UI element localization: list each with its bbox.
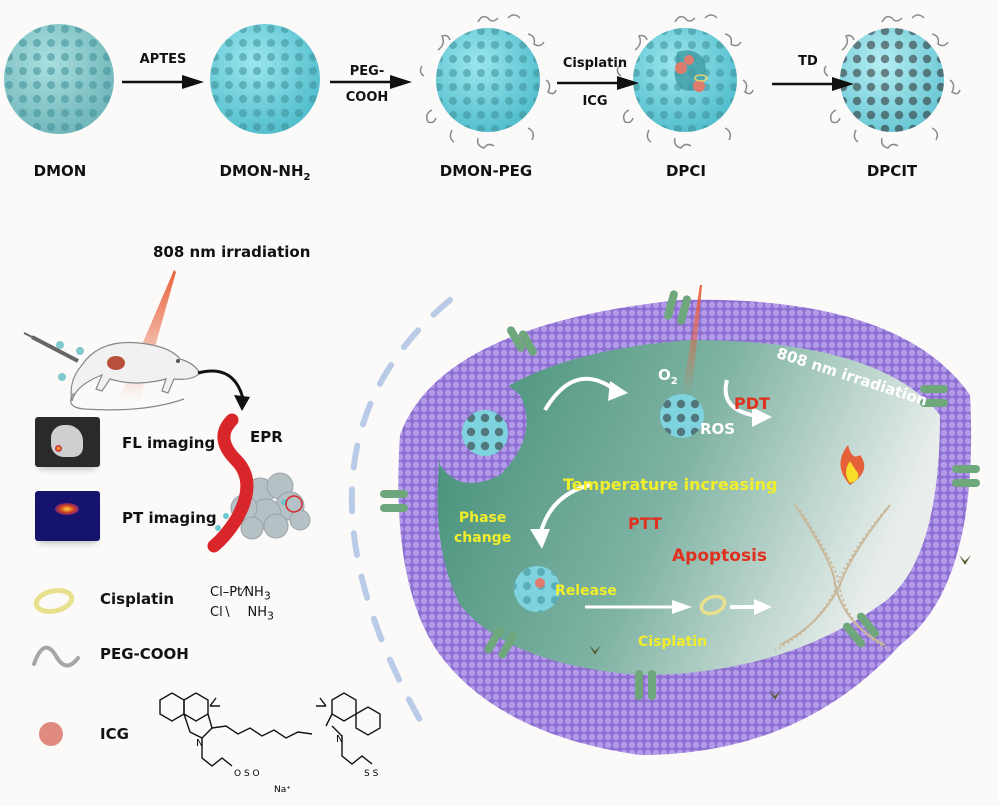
syringe-icon [23, 332, 79, 363]
nanoparticle-releasing [514, 566, 560, 612]
arrow-label-aptes: APTES [139, 52, 187, 67]
fl-imaging-label: FL imaging [122, 434, 216, 452]
mouse-icon [23, 332, 201, 411]
yellow-ring-icon [33, 588, 75, 614]
pt-imaging-thumbnail [35, 491, 100, 541]
o2-sub: 2 [670, 376, 678, 387]
ros-label: ROS [700, 420, 736, 438]
cell-membrane [380, 285, 980, 755]
label-dpci: DPCI [665, 162, 707, 180]
svg-text:S S: S S [364, 769, 379, 779]
label-dpcit: DPCIT [866, 162, 918, 180]
pt-imaging-label: PT imaging [122, 509, 217, 527]
release-label: Release [555, 583, 617, 599]
irradiation-label: 808 nm irradiation [153, 243, 311, 261]
formula-pt: Pt [229, 585, 243, 600]
sphere-dmon-nh2 [210, 24, 320, 134]
arrow-peg [330, 75, 412, 89]
sphere-dpcit [823, 14, 961, 149]
svg-text:O S O: O S O [234, 769, 260, 779]
legend-icg: ICG [100, 725, 129, 743]
arrow-label-peg-bottom: COOH [345, 90, 389, 105]
apoptosis-label: Apoptosis [672, 546, 768, 566]
epr-label: EPR [250, 428, 283, 446]
magnify-marker [285, 495, 303, 513]
sphere-dmon-peg [419, 14, 557, 149]
label-dmon-nh2-text: DMON-NH [219, 162, 304, 180]
label-dmon: DMON [33, 162, 87, 180]
label-dmon-peg: DMON-PEG [439, 162, 533, 180]
phase-change-label: Phase change [454, 508, 511, 548]
temperature-label: Temperature increasing [563, 475, 778, 494]
arrow-td [772, 77, 854, 91]
thermal-spot [55, 503, 79, 515]
mouse-silhouette [51, 425, 83, 457]
o2-label: O2 [658, 366, 678, 387]
label-dmon-nh2-sub: 2 [303, 172, 311, 183]
cisplatin-ring [699, 594, 727, 616]
arrow-cisplatin-icg [557, 76, 639, 90]
gray-wave-icon [32, 645, 80, 668]
formula-cl-2: Cl [210, 604, 223, 620]
phase-label-line-2: change [454, 530, 512, 546]
formula-row-2: Cl∖ NH3 [210, 604, 274, 623]
sphere-dpci [616, 14, 754, 149]
arrow-aptes [122, 75, 204, 89]
phase-label-line-1: Phase [458, 510, 507, 526]
cell-cisplatin-label: Cisplatin [638, 634, 708, 650]
legend-peg-cooh: PEG-COOH [100, 645, 189, 663]
nanoparticle-irradiated [660, 394, 704, 438]
arrow-label-cisplatin: Cisplatin [562, 56, 628, 71]
fluorescence-spot [55, 445, 62, 452]
o2-text: O [658, 366, 671, 384]
pdt-label: PDT [734, 394, 770, 413]
icg-structure-icon: N N O S O S S Na⁺ [159, 692, 381, 795]
legend-cisplatin: Cisplatin [100, 590, 175, 608]
red-dot-icon [39, 722, 63, 746]
formula-nh-1: NH [244, 585, 264, 600]
curved-arrow-icon [197, 369, 250, 411]
arrow-label-icg: ICG [582, 94, 608, 109]
formula-nh-2: NH [247, 604, 268, 620]
icg-counterion: Na⁺ [274, 785, 291, 795]
arrow-label-td: TD [798, 54, 818, 69]
sphere-dmon [4, 24, 114, 134]
ptt-label: PTT [628, 514, 662, 533]
label-dmon-nh2: DMON-NH2 [185, 162, 345, 183]
tumor-vessel-illustration [207, 413, 311, 553]
blood-vessel [207, 413, 254, 553]
zoom-dashed-arc [348, 297, 453, 723]
formula-row-1: Cl–Pt⁄NH3 [210, 585, 271, 603]
dna-icon [774, 504, 891, 651]
cisplatin-formula: Cl–Pt⁄NH3 Cl∖ NH3 [210, 585, 274, 624]
arrow-label-peg-top: PEG- [349, 64, 385, 79]
fl-imaging-thumbnail [35, 417, 100, 467]
formula-cl-1: Cl [210, 585, 223, 600]
nanoparticle-endocytosed [462, 410, 508, 456]
formula-sub-1: 3 [263, 589, 271, 603]
svg-text:N: N [196, 738, 203, 749]
formula-sub-2: 3 [267, 609, 274, 623]
flame-icon [840, 445, 865, 485]
svg-text:N: N [336, 734, 343, 745]
